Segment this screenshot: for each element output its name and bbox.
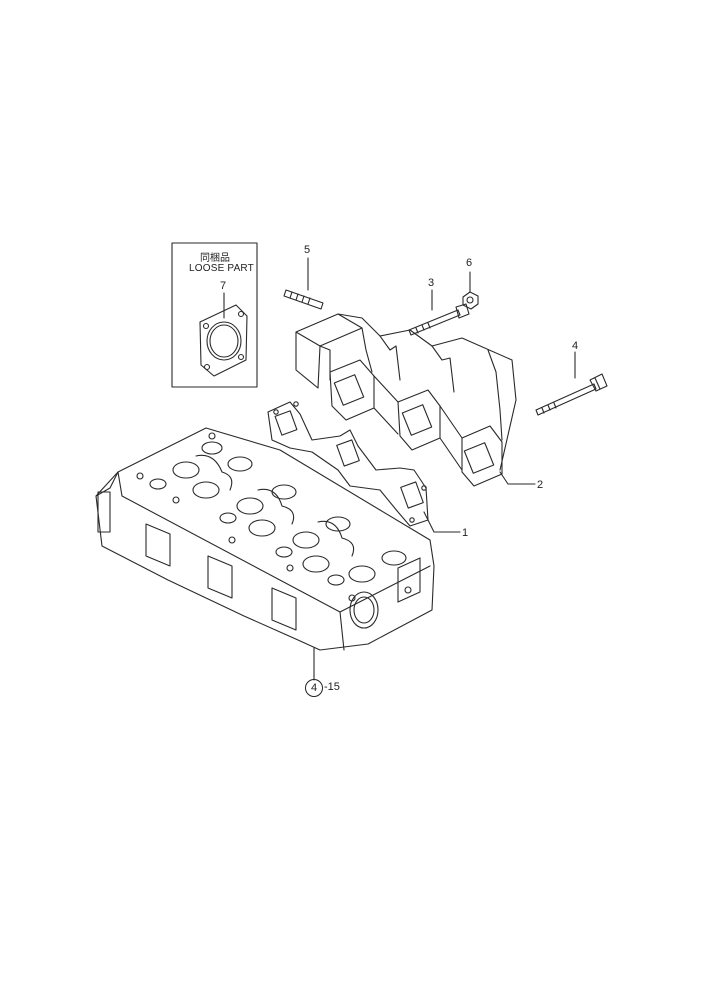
cylinder-head [96,428,434,650]
loose-part-frame [172,243,257,387]
callout-4: 4 [572,340,579,352]
reference-circled-number: 4 [305,679,323,697]
callout-1: 1 [462,527,469,539]
part-6-nut [463,292,478,309]
leader-1 [424,512,460,532]
part-2-manifold [296,314,516,486]
callout-5: 5 [304,244,311,256]
leader-2 [500,472,535,484]
part-7-gasket [200,305,247,376]
reference-suffix: -15 [324,681,340,693]
part-5-stud [284,290,323,309]
callout-7: 7 [220,280,227,292]
part-1-gasket [268,402,428,526]
part-4-bolt [536,374,607,415]
loose-part-title-jp: 同梱品 [200,253,230,264]
callout-6: 6 [466,257,473,269]
loose-part-title-en: LOOSE PART [189,263,254,274]
callout-3: 3 [428,277,435,289]
callout-2: 2 [537,479,544,491]
part-3-bolt [409,304,469,335]
